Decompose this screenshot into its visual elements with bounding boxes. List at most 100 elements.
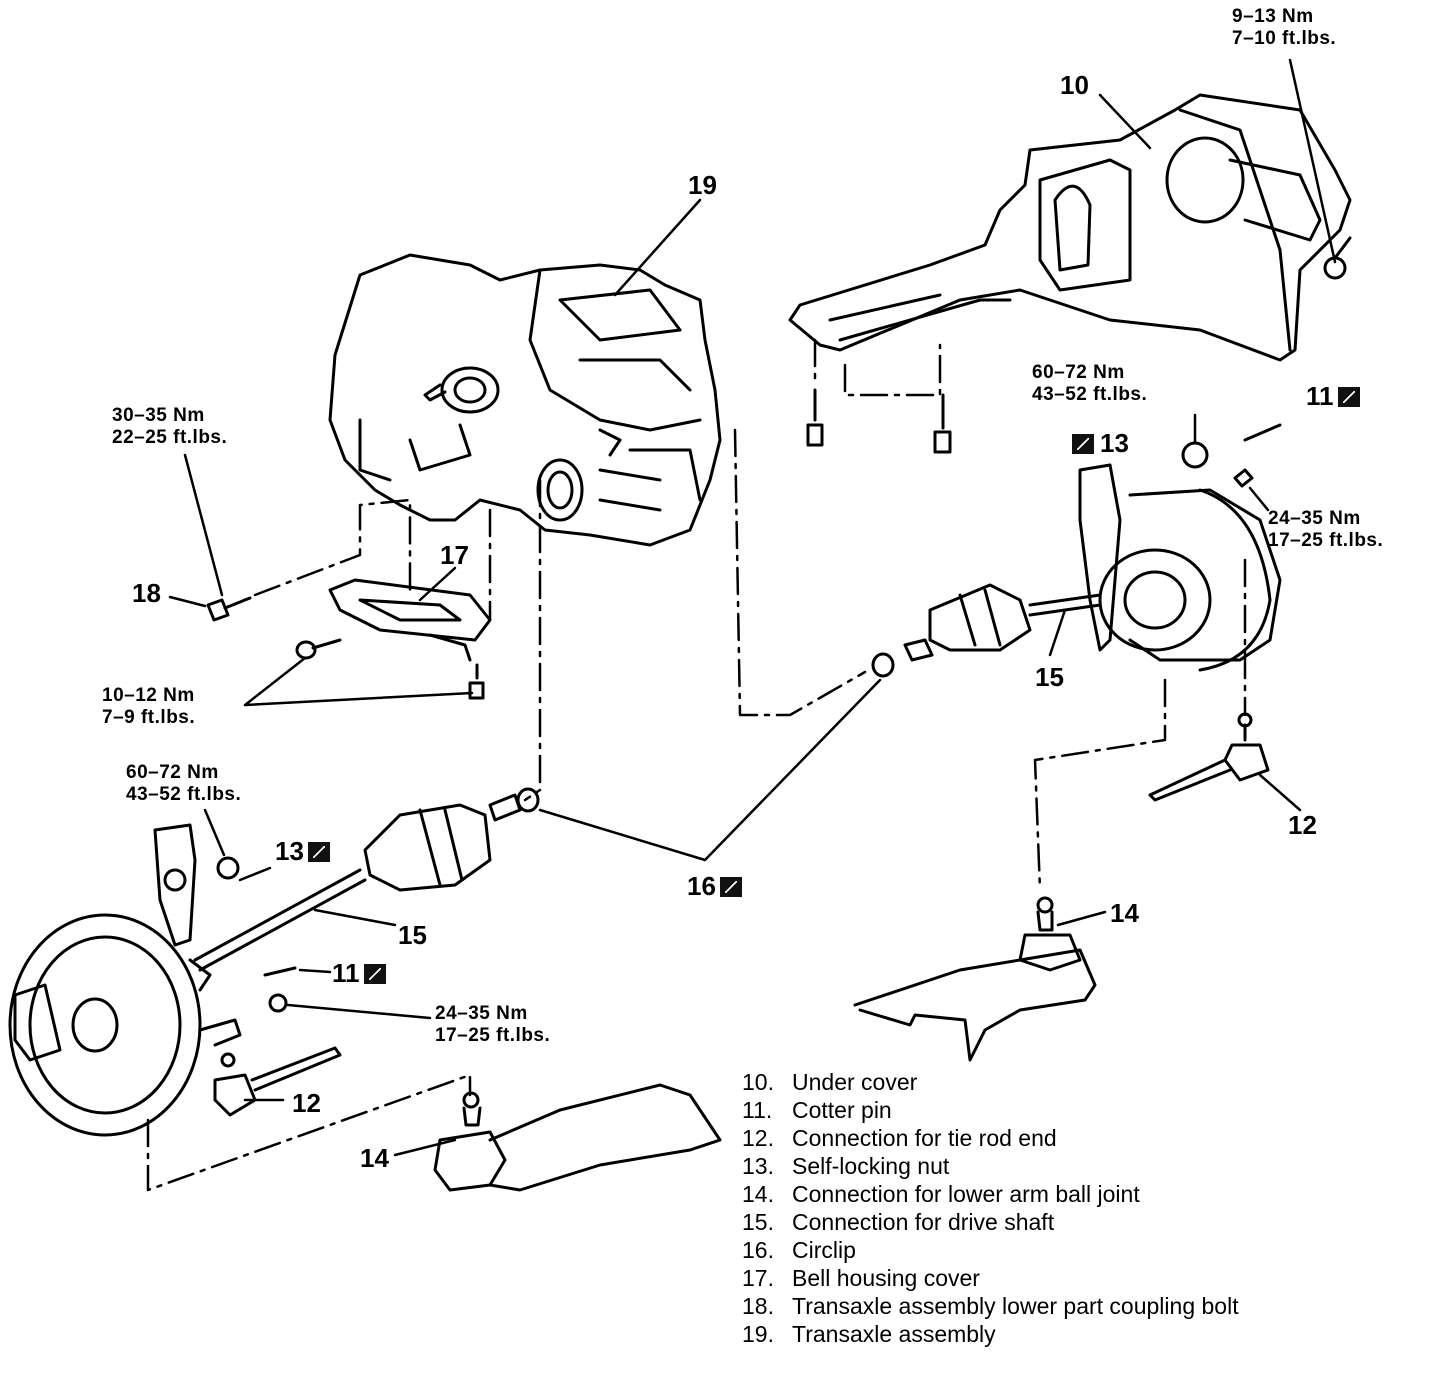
torque-spec-right-tie-rod: 24–35 Nm 17–25 ft.lbs. [1268,508,1383,552]
legend-item: 11.Cotter pin [742,1096,1302,1124]
parts-legend: 10. Under cover 11.Cotter pin 12. Connecti… [742,1068,1302,1348]
legend-number: 14. [742,1181,774,1207]
leader-line [538,678,882,862]
left-tie-rod-end-part [213,1046,342,1117]
torque-nm: 24–35 Nm [435,1003,528,1024]
callout-17: 17 [440,540,469,570]
callout-14-right: 14 [1110,898,1139,928]
leader-line [418,566,457,602]
legend-text: Connection for lower arm ball joint [792,1181,1140,1207]
legend-text: Bell housing cover [792,1265,980,1291]
leader-line [1056,910,1107,927]
legend-text: Connection for tie rod end [792,1125,1057,1151]
leader-line [168,595,207,608]
legend-text: Cotter pin [792,1097,892,1123]
replace-part-icon [1337,387,1360,407]
torque-spec-left-tie-rod: 24–35 Nm 17–25 ft.lbs. [435,1003,550,1047]
legend-number: 12. [742,1125,774,1151]
callout-16: 16 [687,873,742,899]
legend-item: 14. Connection for lower arm ball joint [742,1180,1302,1208]
replace-part-icon [363,964,386,984]
leader-line [298,968,332,974]
callout-12-left: 12 [292,1088,321,1118]
legend-item: 10. Under cover [742,1068,1302,1096]
replace-part-icon [307,842,330,862]
replace-part-icon [1072,434,1094,454]
callout-11-left: 11 [332,960,386,986]
torque-spec-left-nut: 60–72 Nm 43–52 ft.lbs. [126,762,241,806]
torque-spec-right-nut: 60–72 Nm 43–52 ft.lbs. [1032,362,1147,406]
legend-number: 10. [742,1069,774,1095]
torque-nm: 24–35 Nm [1268,508,1361,529]
callout-15-left: 15 [398,920,427,950]
leader-line [313,908,397,927]
torque-ftlbs: 17–25 ft.lbs. [1268,530,1384,551]
legend-number: 17. [742,1265,774,1291]
legend-item: 17. Bell housing cover [742,1264,1302,1292]
legend-number: 18. [742,1293,774,1319]
legend-item: 18. Transaxle assembly lower part couplin… [742,1292,1302,1320]
leader-line [183,453,224,597]
callout-label: 13 [1100,428,1129,458]
leader-line [1098,93,1152,150]
legend-item: 15. Connection for drive shaft [742,1208,1302,1236]
right-tie-rod-end-part [1148,712,1270,802]
legend-number: 15. [742,1209,774,1235]
legend-text: Connection for drive shaft [792,1209,1055,1235]
legend-number: 19. [742,1321,774,1347]
callout-13-left: 13 [275,838,330,864]
leader-line [203,808,226,857]
torque-nm: 9–13 Nm [1232,6,1314,27]
legend-text: Transaxle assembly [792,1321,996,1347]
left-knuckle-hub-part [8,823,297,1137]
callout-label: 16 [687,871,716,901]
torque-nm: 60–72 Nm [126,762,219,783]
legend-text: Circlip [792,1237,856,1263]
left-lower-arm-part [433,1083,722,1192]
callout-18: 18 [132,578,161,608]
bell-housing-cover-part [206,578,492,700]
callout-13-right: 13 [1072,430,1129,456]
leader-line [1048,608,1067,657]
torque-nm: 60–72 Nm [1032,362,1125,383]
callout-11-right: 11 [1306,383,1360,409]
leader-line [1258,773,1302,812]
torque-ftlbs: 7–10 ft.lbs. [1232,28,1337,49]
torque-ftlbs: 17–25 ft.lbs. [435,1025,551,1046]
callout-label: 11 [1306,381,1334,411]
legend-text: Under cover [792,1069,918,1095]
torque-ftlbs: 22–25 ft.lbs. [112,427,228,448]
torque-ftlbs: 43–52 ft.lbs. [126,784,242,805]
legend-item: 16. Circlip [742,1236,1302,1264]
callout-12-right: 12 [1288,810,1317,840]
callout-19: 19 [688,170,717,200]
leader-line [393,1138,457,1157]
torque-spec-coupling-bolt: 30–35 Nm 22–25 ft.lbs. [112,405,227,449]
legend-text: Transaxle assembly lower part coupling b… [792,1293,1239,1319]
leader-line [286,1003,432,1020]
torque-spec-bell-housing: 10–12 Nm 7–9 ft.lbs. [102,685,195,729]
replace-part-icon [719,877,742,897]
torque-nm: 10–12 Nm [102,685,195,706]
left-drive-shaft-part [193,787,540,972]
transaxle-assembly-part [328,253,722,547]
legend-item: 13. Self-locking nut [742,1152,1302,1180]
leader-line [1248,486,1270,512]
right-lower-arm-part [853,896,1097,1062]
right-knuckle-hub-part [1078,423,1282,672]
leader-line [613,198,702,297]
leader-line [238,866,272,882]
callout-label: 11 [332,958,360,988]
legend-number: 13. [742,1153,774,1179]
torque-ftlbs: 43–52 ft.lbs. [1032,384,1148,405]
callout-15-right: 15 [1035,662,1064,692]
leader-line [243,656,474,707]
under-cover-part [788,93,1352,454]
legend-item: 19. Transaxle assembly [742,1320,1302,1348]
legend-number: 16. [742,1237,774,1263]
torque-ftlbs: 7–9 ft.lbs. [102,707,196,728]
right-drive-shaft-part [871,583,1102,678]
legend-text: Self-locking nut [792,1153,950,1179]
callout-10: 10 [1060,70,1089,100]
